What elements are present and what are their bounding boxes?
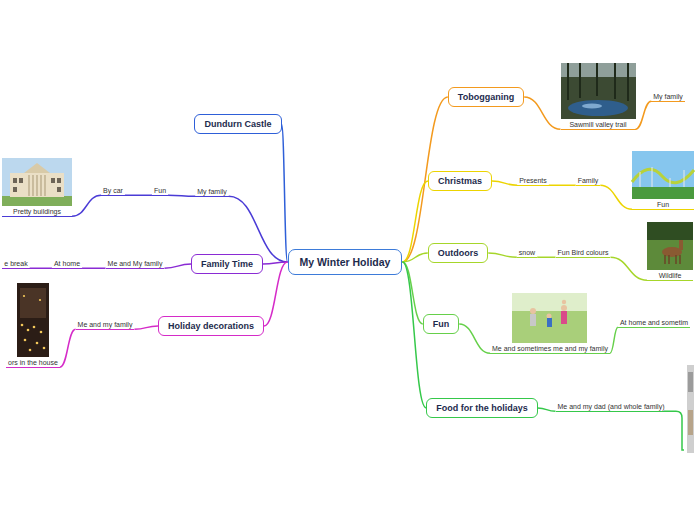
- main-topic: Christmas: [428, 171, 492, 191]
- main-topic: Outdoors: [428, 243, 489, 263]
- subtopic: Me and My family: [106, 260, 165, 269]
- main-topic: Food for the holidays: [426, 398, 538, 418]
- picture-caption: Fun: [632, 199, 694, 210]
- topic-label: At home: [54, 260, 80, 267]
- topic-label: snow: [519, 249, 535, 256]
- branch-line: [549, 185, 576, 187]
- branch-line: [134, 326, 158, 329]
- subtopic: My family: [651, 93, 685, 102]
- subtopic: By car: [101, 187, 125, 196]
- picture-topic: Pretty buildings: [2, 158, 72, 217]
- picture-caption: Pretty buildings: [2, 206, 72, 217]
- picture-frame: [513, 293, 588, 343]
- rollercoaster-picture: [632, 151, 694, 199]
- subtopic: At home: [52, 260, 82, 269]
- picture-topic: Me and sometimes me and my family: [490, 293, 610, 354]
- topic-label: My Winter Holiday: [300, 256, 391, 268]
- branch-line: [538, 408, 556, 411]
- topic-label: Fun: [154, 187, 166, 194]
- topic-label: Food for the holidays: [436, 403, 528, 413]
- topic-label: Tobogganing: [458, 92, 514, 102]
- branch-line: [459, 324, 490, 353]
- picture-topic: Sawmill valley trail: [561, 63, 636, 130]
- topic-label: e break: [4, 260, 27, 267]
- subtopic: Me and my family: [76, 321, 135, 330]
- main-topic: Family Time: [191, 254, 263, 274]
- topic-label: Presents: [519, 177, 547, 184]
- picture-frame: [632, 151, 694, 199]
- branch-line: [30, 268, 52, 270]
- branch-line: [164, 264, 191, 268]
- picture-caption: Sawmill valley trail: [561, 119, 636, 130]
- trail-picture: [561, 63, 636, 119]
- topic-label: By car: [103, 187, 123, 194]
- branch-line: [282, 124, 288, 262]
- branch-line: [488, 253, 517, 257]
- branch-line: [492, 181, 517, 185]
- branch-line: [60, 329, 76, 367]
- subtopic: At home and sometim: [618, 319, 690, 328]
- subtopic: e break: [2, 260, 29, 269]
- topic-label: Family: [578, 177, 599, 184]
- topic-label: Dundurn Castle: [204, 119, 271, 129]
- branch-line: [82, 268, 106, 270]
- branch-line: [264, 262, 288, 326]
- food-picture: [687, 365, 694, 453]
- picture-caption: Wildlife: [647, 270, 693, 281]
- subtopic: Presents: [517, 177, 549, 186]
- central-topic: My Winter Holiday: [288, 249, 403, 275]
- subtopic: Fun Bird colours: [556, 249, 611, 258]
- topic-label: Me and my dad (and whole family): [558, 403, 665, 410]
- branch-line: [537, 257, 555, 259]
- branch-line: [125, 195, 152, 197]
- building-picture: [2, 158, 72, 206]
- subtopic: Fun: [152, 187, 168, 196]
- branch-line: [402, 181, 428, 262]
- main-topic: Tobogganing: [448, 87, 524, 107]
- picture-topic: ors in the house: [6, 283, 60, 368]
- subtopic: snow: [517, 249, 537, 258]
- wildlife-picture: [647, 222, 693, 270]
- picture-frame: [647, 222, 693, 270]
- branch-line: [610, 327, 618, 353]
- topic-label: Fun Bird colours: [558, 249, 609, 256]
- picture-caption: ors in the house: [6, 357, 60, 368]
- main-topic: Fun: [423, 314, 460, 334]
- topic-label: Christmas: [438, 176, 482, 186]
- picture-frame: [17, 283, 49, 357]
- picture-topic: Fun: [632, 151, 694, 210]
- topic-label: Me and my family: [78, 321, 133, 328]
- topic-label: Fun: [433, 319, 450, 329]
- branch-line: [402, 253, 427, 262]
- branch-line: [600, 185, 632, 209]
- topic-label: At home and sometim: [620, 319, 688, 326]
- branch-line: [72, 195, 101, 216]
- branch-line: [636, 101, 652, 129]
- picture-topic: Wildlife: [647, 222, 693, 281]
- subtopic: My family: [195, 188, 229, 197]
- subtopic: Family: [576, 177, 601, 186]
- topic-label: My family: [197, 188, 227, 195]
- branch-line: [524, 97, 560, 129]
- topic-label: Family Time: [201, 259, 253, 269]
- picture-frame: [2, 158, 72, 206]
- main-topic: Dundurn Castle: [194, 114, 281, 134]
- branch-line: [402, 262, 426, 408]
- leader-line: [664, 411, 684, 450]
- picture-frame: [561, 63, 636, 119]
- branch-line: [168, 195, 195, 196]
- topic-label: My family: [653, 93, 683, 100]
- decorations-picture: [17, 283, 49, 357]
- branch-line: [229, 196, 288, 262]
- topic-label: Me and My family: [108, 260, 163, 267]
- topic-label: Holiday decorations: [168, 321, 254, 331]
- picture-caption: Me and sometimes me and my family: [490, 343, 610, 354]
- topic-label: Outdoors: [438, 248, 479, 258]
- subtopic: Me and my dad (and whole family): [556, 403, 667, 412]
- main-topic: Holiday decorations: [158, 316, 264, 336]
- family-picture: [512, 293, 587, 343]
- branch-line: [610, 257, 647, 280]
